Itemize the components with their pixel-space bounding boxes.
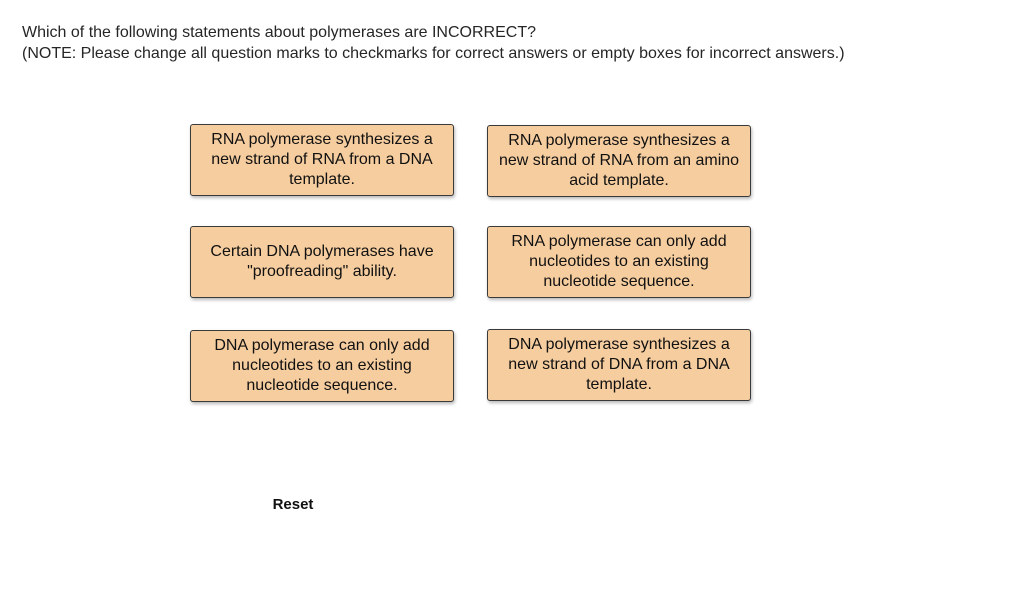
statement-card[interactable]: RNA polymerase synthesizes a new strand … [190,124,454,196]
question-note: (NOTE: Please change all question marks … [22,45,845,62]
question-prompt: Which of the following statements about … [22,22,1002,64]
statement-card[interactable]: RNA polymerase synthesizes a new strand … [487,125,751,197]
statement-card[interactable]: RNA polymerase can only add nucleotides … [487,226,751,298]
question-text: Which of the following statements about … [22,24,536,41]
statement-card[interactable]: DNA polymerase synthesizes a new strand … [487,329,751,401]
statement-card[interactable]: DNA polymerase can only add nucleotides … [190,330,454,402]
reset-button[interactable]: Reset [262,492,324,516]
statement-card[interactable]: Certain DNA polymerases have "proofreadi… [190,226,454,298]
